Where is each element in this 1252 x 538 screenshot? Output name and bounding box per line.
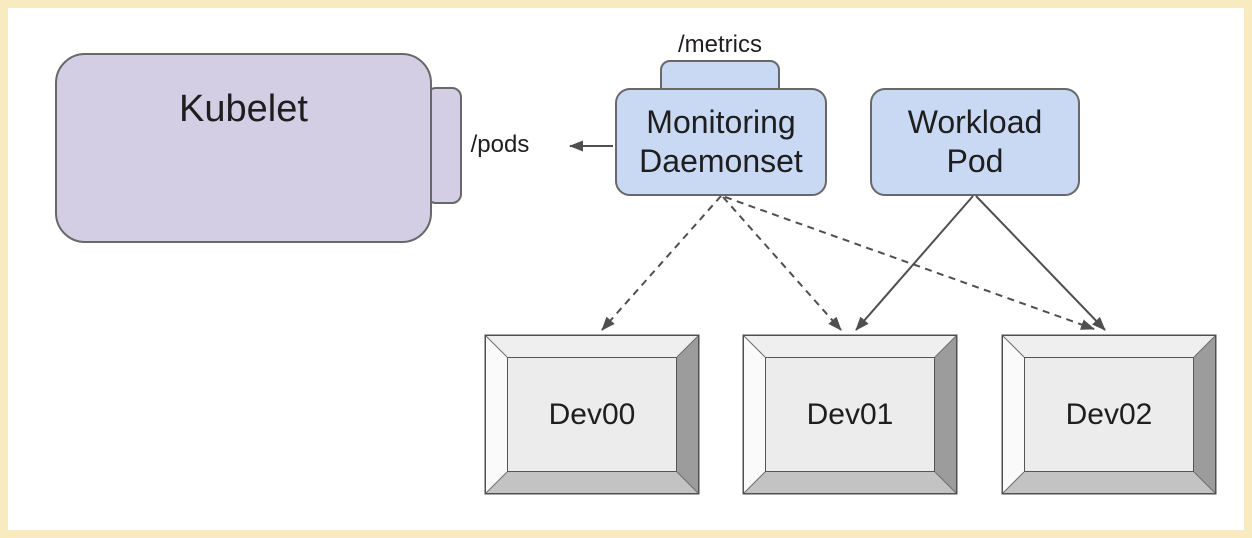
node-workload-pod: Workload Pod [870, 88, 1080, 196]
kubelet-label: Kubelet [179, 88, 308, 130]
monitoring-daemonset-label-line2: Daemonset [639, 143, 803, 179]
monitoring-daemonset-label-line1: Monitoring [646, 104, 796, 140]
edge-monitoring-to-dev01 [722, 196, 842, 331]
dev00-face: Dev00 [507, 357, 677, 472]
dev01-label: Dev01 [806, 397, 894, 431]
dev02-label: Dev02 [1065, 397, 1153, 431]
node-kubelet: Kubelet [55, 53, 432, 243]
workload-pod-label-line1: Workload [907, 104, 1043, 140]
node-monitoring-daemonset: Monitoring Daemonset [615, 88, 827, 196]
edge-monitoring-to-dev02 [724, 196, 1095, 330]
dev02-face: Dev02 [1024, 357, 1194, 472]
node-dev01: Dev01 [744, 336, 956, 493]
metrics-endpoint-label: /metrics [678, 31, 762, 58]
edge-monitoring-to-dev00 [601, 195, 722, 331]
edge-workload-to-dev01 [855, 195, 974, 331]
node-dev02: Dev02 [1003, 336, 1215, 493]
dev00-label: Dev00 [548, 397, 636, 431]
workload-pod-label-line2: Pod [946, 143, 1004, 179]
dev01-face: Dev01 [765, 357, 935, 472]
pods-endpoint-label: /pods [470, 131, 530, 158]
node-dev00: Dev00 [486, 336, 698, 493]
edge-workload-to-dev02 [975, 195, 1106, 331]
